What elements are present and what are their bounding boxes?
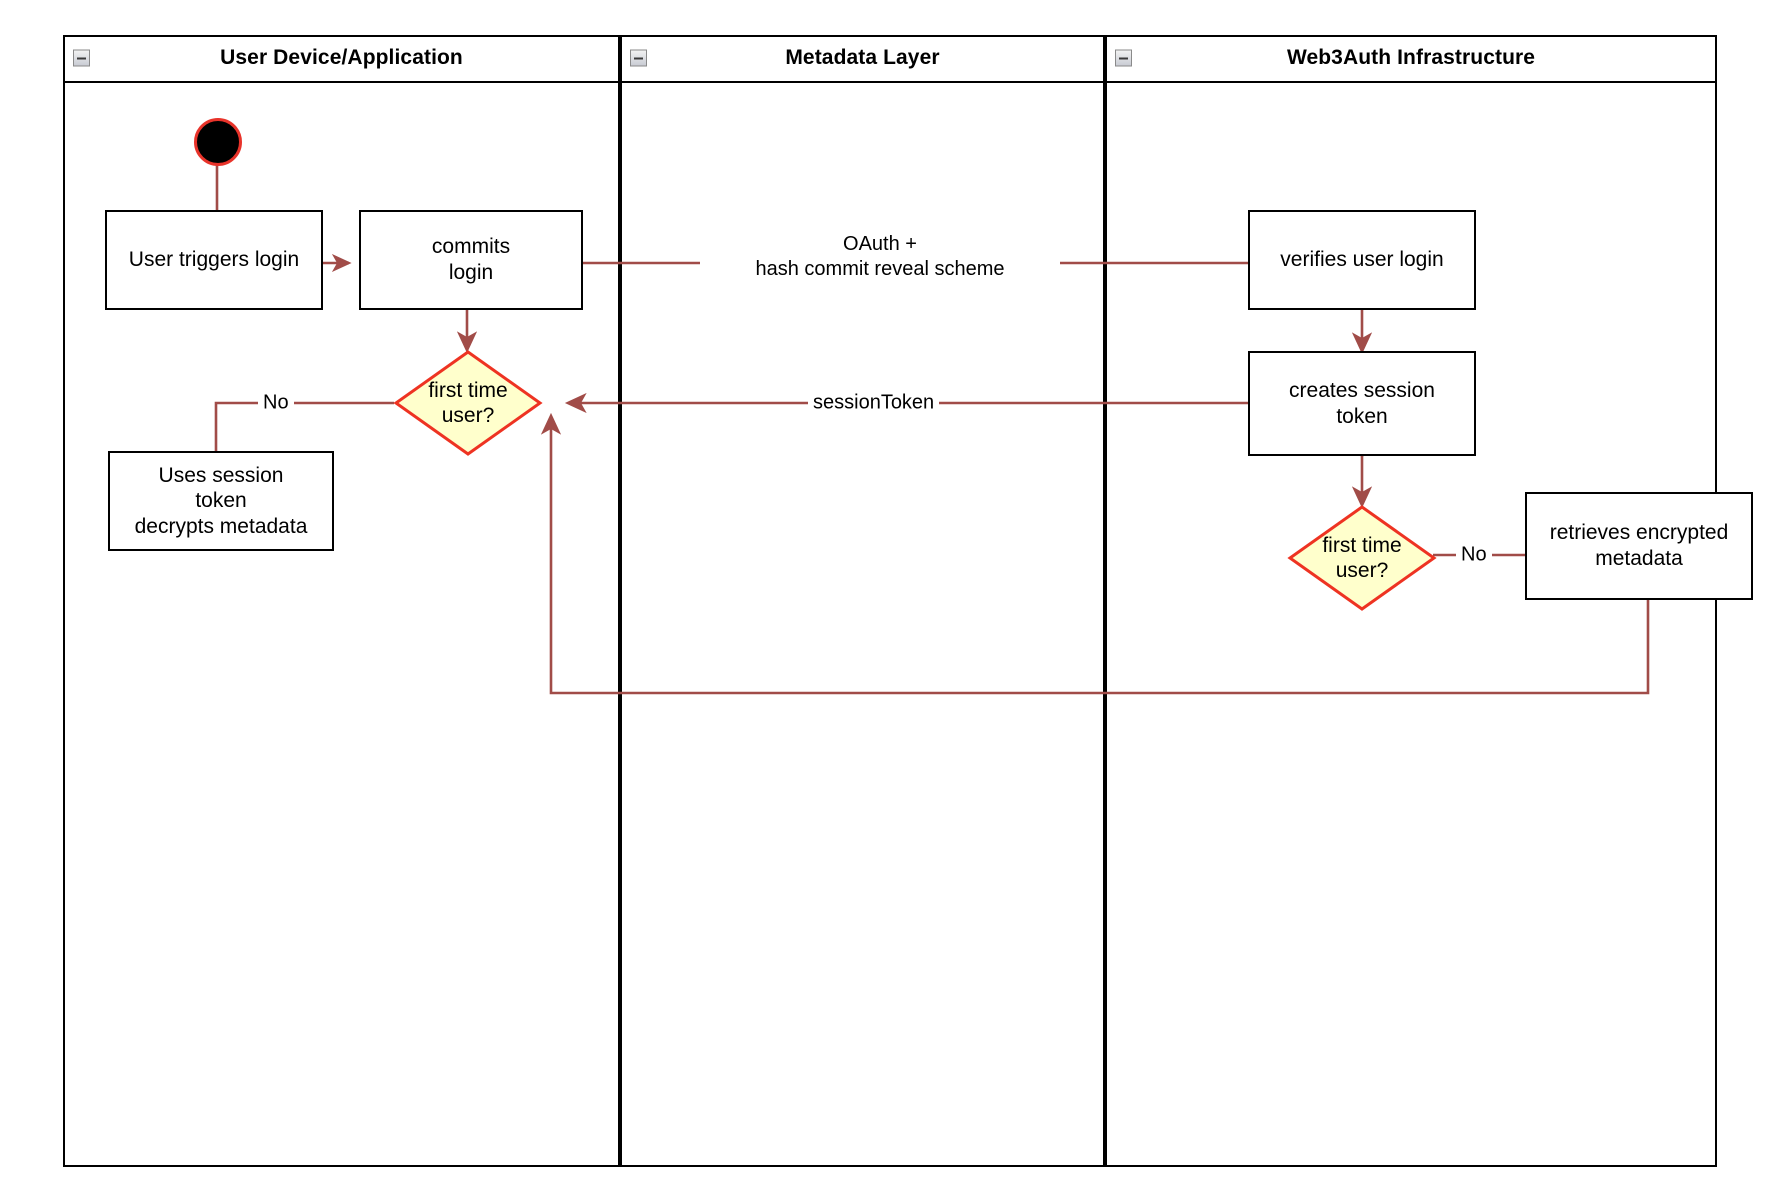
node-label-line3: decrypts metadata [134, 514, 308, 538]
lane-metadata[interactable] [620, 35, 1105, 1167]
lane-title-user-device: User Device/Application [220, 46, 463, 69]
node-verifies-user-login[interactable]: verifies user login [1248, 210, 1476, 310]
node-creates-session-token[interactable]: creates session token [1248, 351, 1476, 456]
collapse-minus-icon[interactable] [1115, 49, 1132, 67]
initial-start-node[interactable] [194, 118, 242, 166]
node-user-triggers-login[interactable]: User triggers login [105, 210, 323, 310]
node-decision-first-time-user-right[interactable]: first time user? [1287, 505, 1437, 611]
node-label: verifies user login [1280, 248, 1444, 272]
lane-title-web3auth: Web3Auth Infrastructure [1286, 46, 1536, 69]
node-decision-first-time-user-left[interactable]: first time user? [393, 350, 543, 456]
node-label-line1: commits [431, 235, 511, 259]
lane-header-web3auth[interactable]: Web3Auth Infrastructure [1105, 35, 1717, 83]
lane-user-device[interactable] [63, 35, 620, 1167]
node-label-line2: token [1336, 404, 1388, 428]
edge-label-no-left: No [258, 390, 294, 416]
node-label-line2: metadata [1595, 547, 1683, 570]
edge-label-no-right: No [1456, 542, 1492, 568]
node-label-line2: login [448, 261, 494, 284]
lane-header-user-device[interactable]: User Device/Application [63, 35, 620, 83]
edge-label-oauth-line1: OAuth + [843, 233, 917, 255]
node-label-line1: creates session [1289, 378, 1435, 402]
node-commits-login[interactable]: commits login [359, 210, 583, 310]
node-label-line2: token [195, 489, 247, 513]
edge-label-oauth: OAuth + hash commit reveal scheme [700, 232, 1060, 282]
edge-label-session-token: sessionToken [808, 390, 940, 416]
lane-header-metadata[interactable]: Metadata Layer [620, 35, 1105, 83]
edge-label-oauth-line2: hash commit reveal scheme [755, 258, 1005, 280]
node-retrieves-encrypted-metadata[interactable]: retrieves encrypted metadata [1525, 492, 1753, 600]
node-label: User triggers login [128, 248, 300, 272]
lane-title-metadata: Metadata Layer [785, 46, 940, 69]
node-uses-session-token[interactable]: Uses session token decrypts metadata [108, 451, 334, 551]
collapse-minus-icon[interactable] [73, 49, 90, 67]
collapse-minus-icon[interactable] [630, 49, 647, 67]
node-label-line1: Uses session [158, 463, 284, 487]
node-label-line1: retrieves encrypted [1549, 521, 1729, 545]
